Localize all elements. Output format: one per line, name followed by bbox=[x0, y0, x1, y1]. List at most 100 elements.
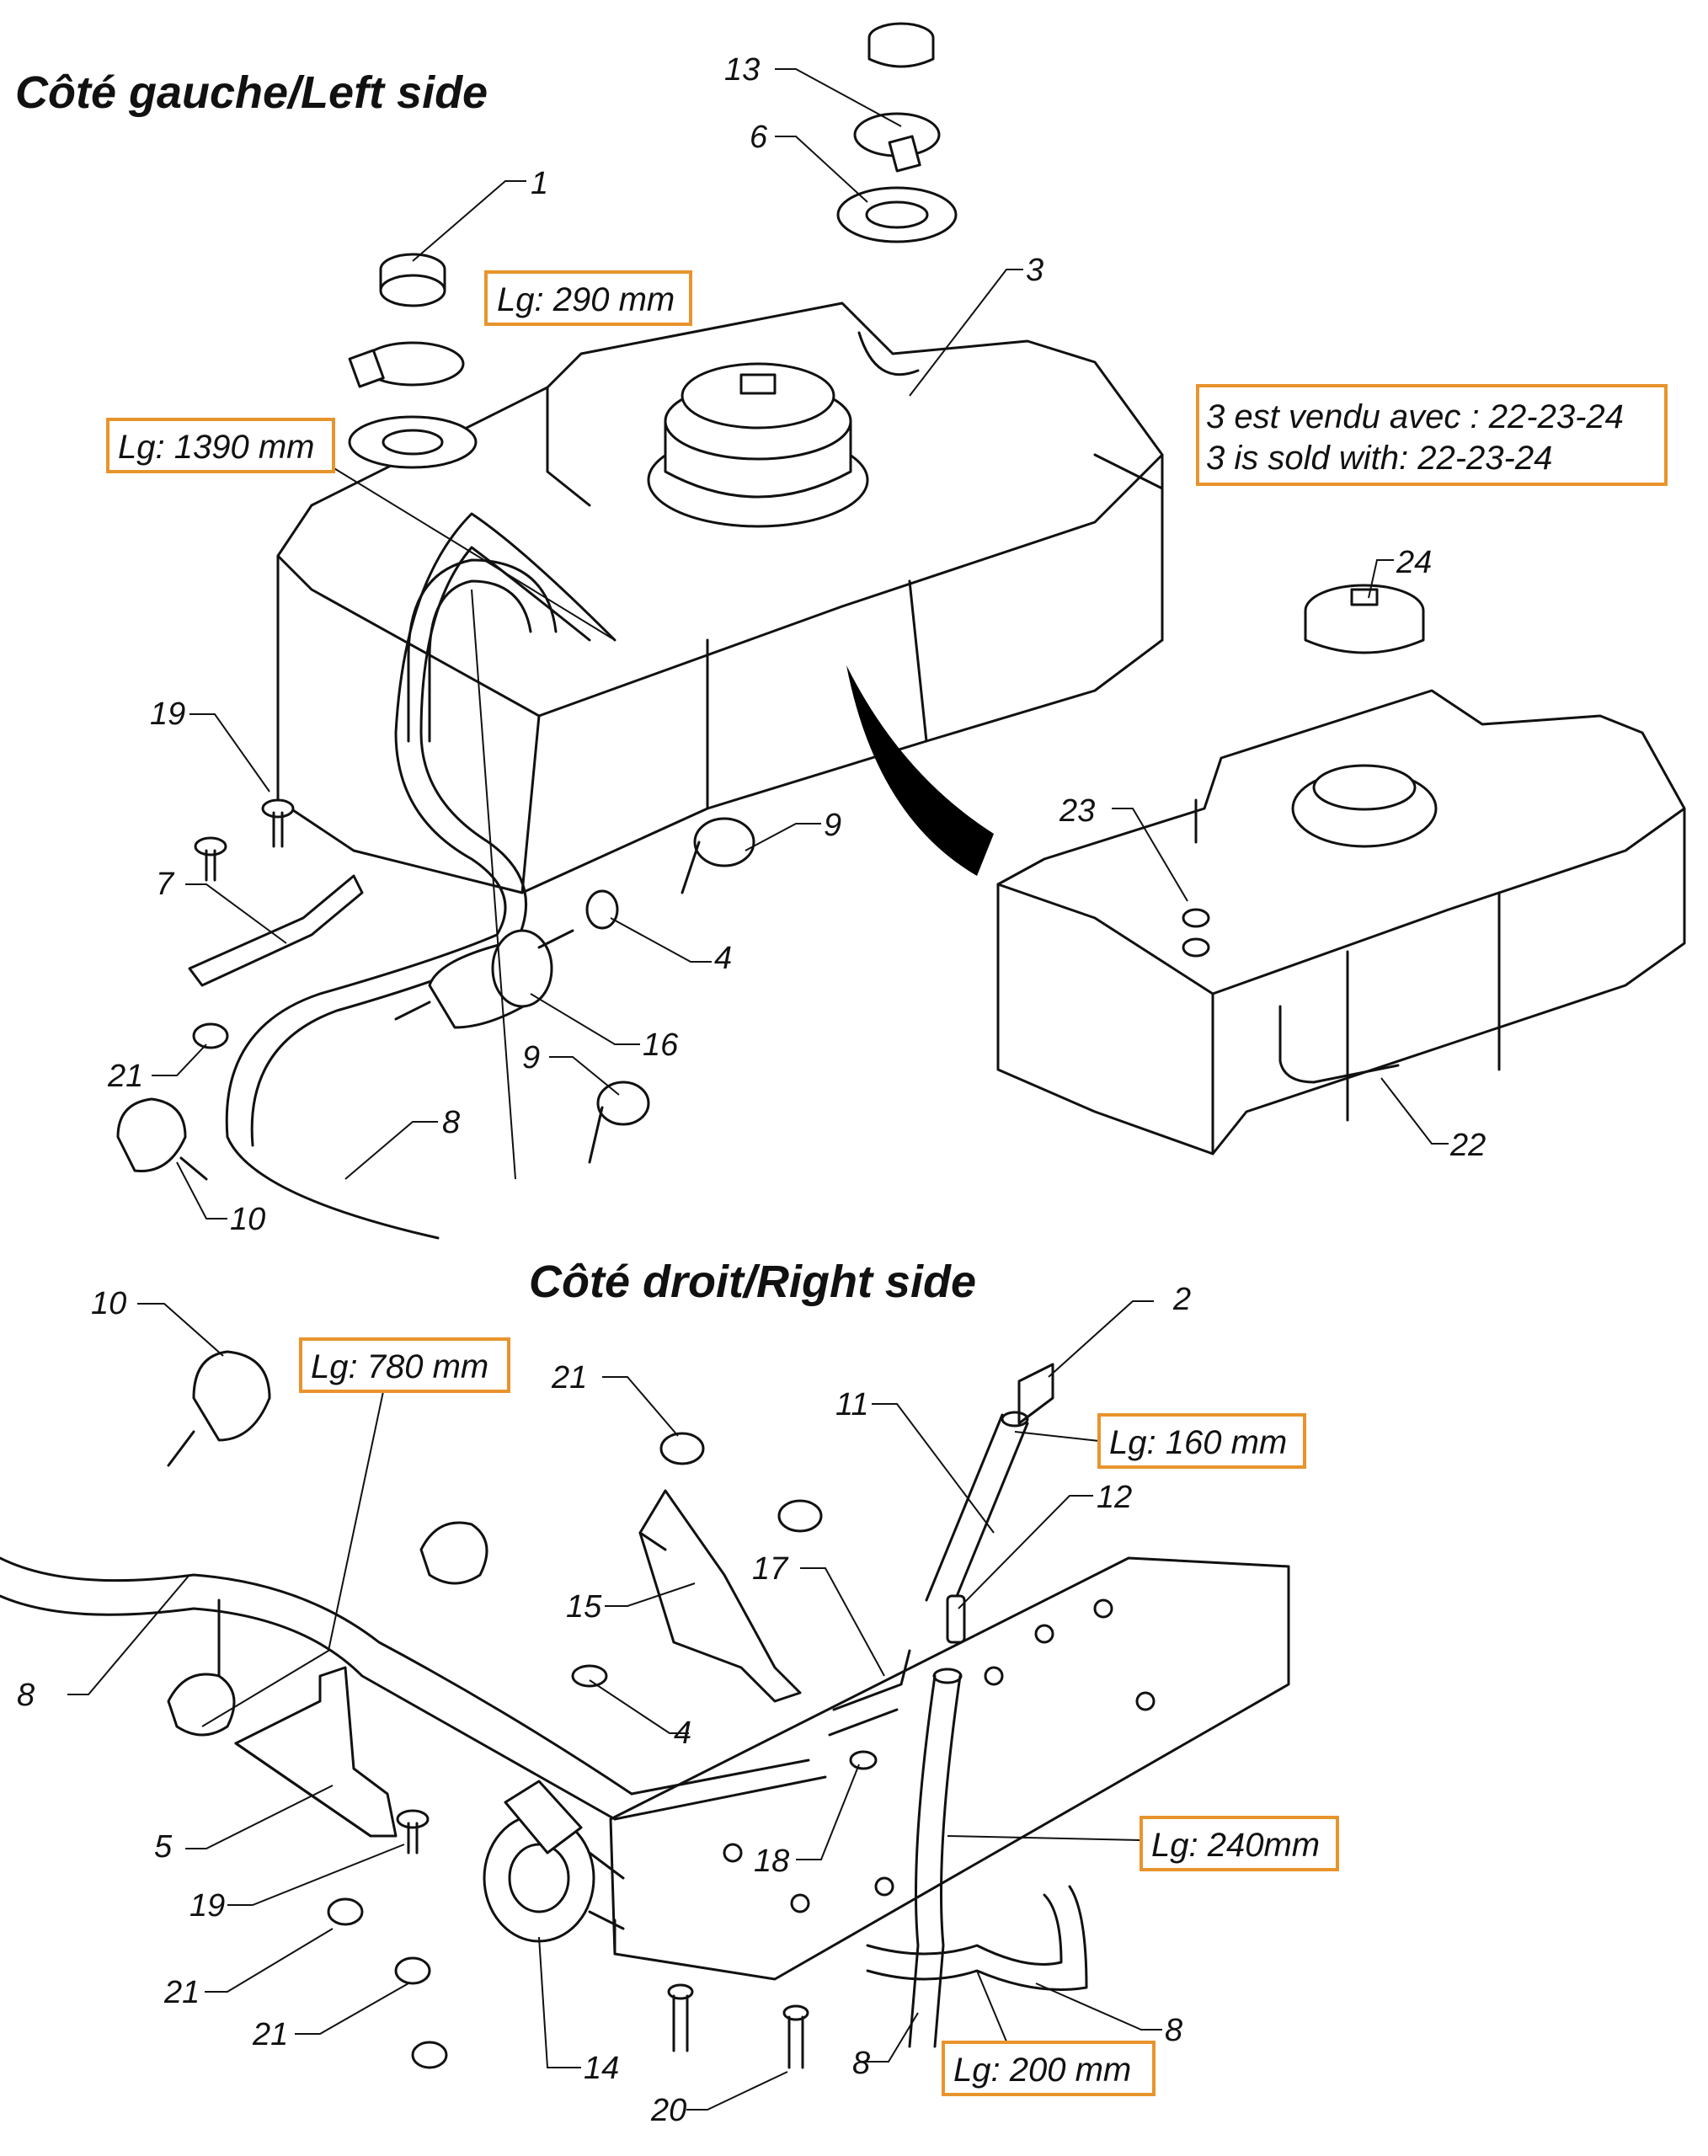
callout-8-right-a: 8 bbox=[17, 1678, 35, 1713]
part-24-cap bbox=[1304, 584, 1425, 654]
callout-16: 16 bbox=[643, 1027, 679, 1063]
part-7-bracket bbox=[188, 874, 364, 987]
left-side-heading: Côté gauche/Left side bbox=[15, 67, 488, 118]
part-17-tee-fitting bbox=[828, 1649, 911, 1737]
washer-left bbox=[348, 415, 478, 469]
clamp-right-upper bbox=[419, 1521, 488, 1585]
part-2-connector bbox=[1017, 1363, 1054, 1425]
callout-8-right-b: 8 bbox=[1165, 2013, 1182, 2048]
part-4-clip-left bbox=[585, 889, 619, 930]
svg-text:Lg: 780 mm: Lg: 780 mm bbox=[311, 1348, 488, 1385]
part-19-bolt-right bbox=[396, 1809, 430, 1854]
callout-8-left: 8 bbox=[442, 1105, 460, 1140]
callout-23: 23 bbox=[1059, 793, 1095, 829]
callout-8-right-c: 8 bbox=[852, 2046, 870, 2081]
hose-240mm bbox=[908, 1668, 963, 2048]
callout-15: 15 bbox=[566, 1589, 602, 1625]
fuel-tank-detail bbox=[996, 689, 1686, 1155]
callout-19-right: 19 bbox=[189, 1888, 225, 1924]
part-20-bolt-1 bbox=[667, 1983, 694, 2052]
fuel-tank-left bbox=[276, 302, 1164, 894]
sold-with-note-en: 3 is sold with: 22-23-24 bbox=[1206, 440, 1552, 477]
callout-4-left: 4 bbox=[714, 941, 732, 976]
callout-4-right: 4 bbox=[674, 1716, 691, 1751]
part-16-fuel-filter bbox=[394, 929, 574, 1029]
callout-21-left: 21 bbox=[107, 1059, 143, 1094]
sold-with-note: 3 est vendu avec : 22-23-24 3 is sold wi… bbox=[1196, 384, 1668, 486]
part-21-nut-bottom-1 bbox=[327, 1897, 364, 1926]
callout-21-top: 21 bbox=[551, 1360, 587, 1396]
part-13-hose-clamp bbox=[853, 112, 941, 173]
svg-text:Lg: 240mm: Lg: 240mm bbox=[1151, 1827, 1320, 1864]
label-lg-240mm: Lg: 240mm bbox=[1140, 1816, 1339, 1871]
part-9-clamp-lower bbox=[588, 1081, 650, 1164]
callout-6: 6 bbox=[750, 120, 768, 155]
part-5-bracket bbox=[234, 1666, 398, 1838]
hose-1390mm bbox=[225, 512, 616, 1240]
callout-9-lower: 9 bbox=[522, 1040, 540, 1075]
callout-2: 2 bbox=[1172, 1282, 1191, 1317]
callout-24: 24 bbox=[1396, 545, 1432, 580]
part-21-nut-left bbox=[192, 1022, 229, 1049]
callout-22: 22 bbox=[1449, 1128, 1486, 1163]
callout-19-left: 19 bbox=[150, 696, 185, 732]
clamp-right-lower bbox=[167, 1598, 236, 1737]
hose-780mm bbox=[0, 1556, 827, 1821]
callout-20: 20 bbox=[650, 2093, 686, 2128]
part-6-washer bbox=[836, 186, 958, 243]
part-18-clip bbox=[849, 1750, 878, 1770]
callout-10-left: 10 bbox=[230, 1202, 265, 1237]
part-19-bolt-left bbox=[261, 798, 295, 848]
callout-12: 12 bbox=[1097, 1480, 1132, 1515]
part-11-hose-160mm bbox=[925, 1411, 1029, 1610]
hose-200mm bbox=[866, 1885, 1088, 1991]
callout-3: 3 bbox=[1026, 253, 1043, 288]
svg-text:Lg: 1390 mm: Lg: 1390 mm bbox=[118, 429, 314, 466]
part-14-fuel-pump bbox=[483, 1780, 625, 1943]
callout-21-bottom-2: 21 bbox=[252, 2017, 288, 2052]
label-lg-1390mm: Lg: 1390 mm bbox=[106, 418, 335, 473]
part-12-fitting bbox=[946, 1594, 966, 1644]
tank-filler-cap-left bbox=[647, 362, 869, 528]
nut-bottom-3 bbox=[411, 2041, 448, 2069]
label-lg-160mm: Lg: 160 mm bbox=[1097, 1413, 1306, 1469]
label-lg-200mm: Lg: 200 mm bbox=[942, 2041, 1156, 2096]
callout-17: 17 bbox=[752, 1551, 789, 1587]
callout-11: 11 bbox=[835, 1387, 868, 1422]
arrow-indicator bbox=[846, 665, 994, 876]
part-10-clamp-right bbox=[167, 1350, 271, 1467]
svg-text:Lg: 200 mm: Lg: 200 mm bbox=[953, 2052, 1131, 2089]
part-21-nut-top bbox=[659, 1432, 705, 1465]
label-lg-780mm: Lg: 780 mm bbox=[299, 1337, 510, 1393]
part-20-bolt-2 bbox=[782, 2004, 809, 2069]
callout-numbers: 1 2 3 4 4 5 6 7 8 8 8 8 9 9 10 10 11 12 … bbox=[17, 52, 1486, 2128]
svg-text:Lg: 290 mm: Lg: 290 mm bbox=[497, 281, 675, 318]
part-1-cap bbox=[379, 253, 446, 307]
sold-with-note-fr: 3 est vendu avec : 22-23-24 bbox=[1206, 398, 1624, 435]
part-15-bracket bbox=[638, 1489, 802, 1703]
bolt-left-2 bbox=[194, 836, 227, 882]
part-4-clip-right bbox=[571, 1664, 608, 1688]
callout-18: 18 bbox=[754, 1844, 789, 1879]
part-9-clamp-upper bbox=[681, 817, 755, 894]
part-21-nut-mid bbox=[777, 1499, 823, 1533]
part-13-cap-top bbox=[867, 22, 935, 68]
part-22-pipe bbox=[1278, 1005, 1400, 1084]
callout-1: 1 bbox=[531, 166, 548, 201]
callout-7: 7 bbox=[156, 867, 175, 902]
part-21-nut-bottom-2 bbox=[394, 1956, 431, 1985]
leader-lines bbox=[67, 68, 1449, 2111]
hose-290mm bbox=[407, 558, 558, 743]
part-10-clamp-left bbox=[116, 1097, 208, 1181]
callout-14: 14 bbox=[584, 2051, 619, 2086]
callout-13: 13 bbox=[724, 52, 760, 88]
part-23-fitting bbox=[1182, 798, 1210, 958]
callout-10-right: 10 bbox=[91, 1286, 126, 1321]
hose-clamp-left-upper bbox=[348, 341, 465, 388]
callout-9-upper: 9 bbox=[824, 808, 841, 843]
right-side-heading: Côté droit/Right side bbox=[529, 1257, 976, 1307]
svg-text:Lg: 160 mm: Lg: 160 mm bbox=[1109, 1424, 1287, 1461]
label-lg-290mm: Lg: 290 mm bbox=[484, 270, 692, 326]
callout-5: 5 bbox=[154, 1829, 173, 1865]
